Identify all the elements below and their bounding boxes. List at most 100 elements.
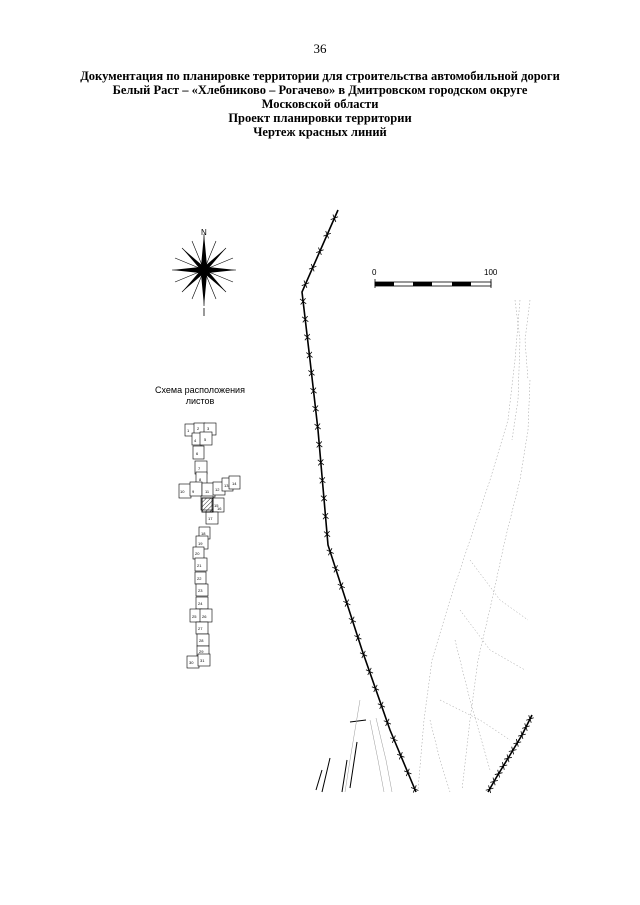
red-line-tick [308, 370, 315, 376]
sheet-schema-caption-line-1: Схема расположения [155, 385, 245, 395]
red-line-tick [306, 352, 313, 358]
sheet-number: 29 [199, 649, 204, 654]
sheet-number: 31 [200, 658, 205, 663]
sheet-number: 3 [207, 426, 210, 431]
sheet-number: 19 [198, 541, 203, 546]
red-line-tick [310, 263, 315, 272]
red-line-tick [515, 738, 519, 747]
red-line-tick [323, 531, 331, 537]
red-line-tick [511, 746, 515, 755]
red-line-tick [343, 600, 351, 606]
page-number: 36 [313, 41, 327, 56]
title-line-4: Проект планировки территории [228, 111, 412, 125]
sheet-number: 21 [197, 563, 202, 568]
sheet-box-31 [197, 653, 211, 667]
red-line-tick [322, 513, 329, 520]
document-title: Документация по планировке территории дл… [20, 69, 620, 139]
red-line-tick [520, 731, 524, 740]
red-line-tick [332, 214, 337, 223]
sheet-number: 6 [196, 451, 199, 456]
red-line-tick [403, 770, 412, 775]
sheet-number: 12 [215, 487, 220, 492]
sheet-number: 1 [187, 428, 190, 433]
red-line-tick [390, 737, 398, 742]
red-line-tick [332, 566, 340, 572]
sheet-number: 25 [192, 614, 197, 619]
terrain-contours [417, 299, 531, 793]
red-line-tick [524, 723, 528, 731]
red-line-tick [502, 762, 505, 770]
sheet-number: 27 [198, 626, 203, 631]
red-line-tick [320, 495, 328, 502]
sheet-schema-caption-line-2: листов [185, 396, 215, 406]
scale-end-label: 100 [484, 268, 498, 277]
sheet-number: 2 [197, 426, 200, 431]
sheet-number: 13 [224, 483, 229, 488]
sheet-number: 17 [208, 516, 213, 521]
compass-north-label: N [201, 228, 207, 237]
sheet-number: 22 [197, 576, 202, 581]
red-line-tick [317, 459, 325, 466]
red-line-ticks [299, 214, 419, 793]
red-line-tick [528, 715, 532, 723]
sheet-number: 14 [232, 481, 237, 486]
red-line-tick [371, 686, 380, 691]
red-line-tick [506, 754, 510, 763]
red-line-tick [354, 635, 362, 640]
sheet-number: 7 [198, 466, 201, 471]
sheet-number: 20 [195, 551, 200, 556]
sheet-number: 4 [194, 438, 197, 443]
red-line-tick [318, 247, 322, 256]
sheet-number: 26 [202, 614, 207, 619]
red-line-boundary [301, 209, 417, 793]
red-line-tick [365, 669, 374, 674]
red-line-tick [325, 230, 329, 239]
title-line-1: Документация по планировке территории дл… [80, 69, 560, 83]
sheet-schema-caption: Схема расположения листов [140, 385, 260, 407]
sheet-layout-schema [178, 422, 241, 669]
red-line-tick [377, 703, 386, 708]
title-line-5: Чертеж красных линий [253, 125, 387, 139]
sheet-number: 11 [205, 489, 210, 494]
title-line-2: Белый Раст – «Хлебниково – Рогачево» в Д… [112, 83, 528, 97]
sheet-box-5 [199, 431, 213, 446]
red-line-tick [303, 280, 308, 289]
red-line-tick [492, 777, 496, 786]
red-line-tick [303, 334, 311, 340]
sheet-number: 23 [198, 588, 203, 593]
secondary-red-line [487, 714, 533, 793]
sheet-number: 9 [192, 489, 195, 494]
red-line-tick [315, 441, 323, 448]
red-line-tick [410, 787, 419, 791]
red-line-tick [383, 720, 392, 725]
red-line-tick [488, 785, 492, 794]
red-line-tick [319, 477, 326, 484]
sheet-number: 15 [214, 503, 219, 508]
sheet-box-6 [192, 445, 205, 460]
sheet-number: 8 [199, 477, 202, 482]
current-sheet-highlight [201, 497, 214, 513]
red-line-tick [312, 405, 319, 412]
secondary-red-line-ticks [485, 715, 534, 794]
red-line-tick [299, 298, 307, 305]
red-line-tick [301, 316, 309, 323]
compass-rose-icon [172, 234, 236, 316]
red-line-tick [337, 583, 345, 589]
sheet-number: 16 [217, 506, 222, 511]
faint-road-edges [344, 699, 393, 793]
sheet-number: 30 [189, 660, 194, 665]
red-line-tick [310, 387, 317, 394]
sheet-number: 24 [198, 601, 203, 606]
red-line-tick [396, 753, 405, 758]
red-line-tick [314, 423, 321, 430]
side-road-segments [315, 719, 367, 793]
scale-bar [374, 279, 492, 288]
red-line-tick [348, 618, 357, 623]
sheet-box-21 [194, 557, 208, 572]
red-line-tick [497, 769, 500, 778]
sheet-number: 28 [199, 638, 204, 643]
red-line-tick [359, 652, 368, 657]
sheet-box-23 [195, 583, 209, 597]
scale-start-label: 0 [372, 268, 377, 277]
